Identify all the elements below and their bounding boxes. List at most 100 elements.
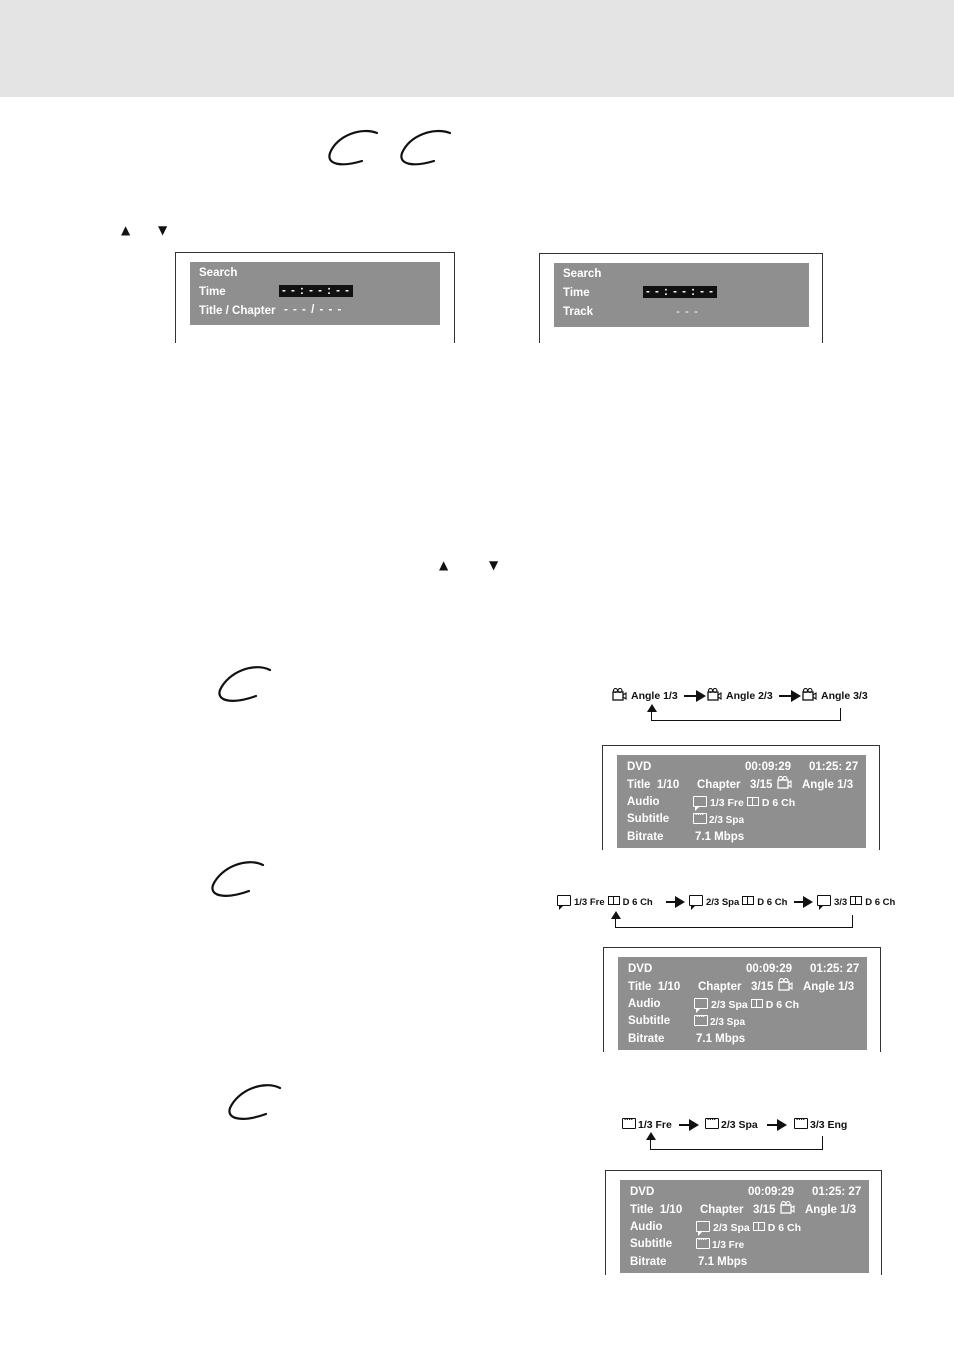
camera-icon [780, 1200, 795, 1214]
osd-angle: Angle 1/3 [802, 779, 854, 791]
osd-audio-ch: D 6 Ch [765, 999, 800, 1011]
dolby-icon [607, 896, 620, 905]
osd-total: 01:25: 27 [810, 963, 860, 975]
osd-title-label: Title [628, 981, 652, 993]
osd-title-value: 1/10 [656, 779, 680, 791]
dolby-icon [752, 1222, 765, 1231]
osd-chapter-value: 3/15 [751, 981, 774, 993]
osd-bitrate-value: 7.1 Mbps [696, 1033, 746, 1045]
header-band [0, 0, 954, 97]
speech-bubble-icon [689, 895, 703, 910]
osd-chapter-value: 3/15 [750, 779, 773, 791]
search-title: Search [199, 267, 238, 279]
search-title: Search [563, 268, 602, 280]
osd-bitrate-label: Bitrate [630, 1256, 667, 1268]
angle-item: Angle 3/3 [821, 690, 868, 702]
up-triangle-icon: ▲ [439, 558, 449, 572]
osd-title-value: 1/10 [657, 981, 681, 993]
osd-subtitle-label: Subtitle [627, 813, 670, 825]
subtitle-icon [622, 1113, 636, 1129]
osd-total: 01:25: 27 [812, 1186, 862, 1198]
subtitle-icon [705, 1113, 719, 1129]
arrow-up-icon [647, 704, 657, 712]
camera-icon [802, 687, 817, 701]
search-panel: Search Time - - : - - : - - Track - - - [554, 263, 809, 327]
audio-item-ch: D 6 Ch [622, 897, 653, 908]
angle-cycle: Angle 1/3 Angle 2/3 Angle 3/3 [610, 686, 880, 726]
subtitle-item: 3/3 Eng [810, 1119, 848, 1131]
subtitle-icon [693, 808, 707, 824]
osd-title-label: Title [630, 1204, 654, 1216]
search-frame [175, 252, 455, 343]
speech-bubble-icon [557, 895, 571, 910]
arrow-right-icon [666, 896, 685, 908]
arrow-right-icon [679, 1119, 699, 1131]
angle-item: Angle 2/3 [726, 690, 773, 702]
title-chapter-input[interactable]: - - - / - - - [284, 304, 343, 316]
osd-format: DVD [628, 963, 653, 975]
dolby-icon [750, 999, 763, 1008]
osd-audio-label: Audio [630, 1221, 663, 1233]
handwritten-mark-2 [218, 666, 272, 702]
subtitle-icon [694, 1010, 708, 1026]
title-chapter-label: Title / Chapter [199, 305, 276, 317]
subtitle-icon [794, 1113, 808, 1129]
osd-frame [603, 947, 881, 1052]
arrow-up-icon [611, 911, 621, 919]
osd-chapter-label: Chapter [697, 779, 741, 791]
time-input[interactable]: - - : - - : - - [279, 285, 354, 297]
osd-panel: DVD 00:09:29 01:25: 27 Title 1/10 Chapte… [617, 755, 866, 848]
audio-item-lang: 2/3 Spa [706, 897, 740, 908]
camera-icon [612, 687, 627, 701]
osd-format: DVD [627, 761, 652, 773]
up-triangle-icon: ▲ [121, 223, 131, 237]
audio-item-lang: 3/3 [834, 897, 848, 908]
speech-bubble-icon [817, 895, 831, 910]
osd-subtitle-value: 2/3 Spa [709, 815, 745, 826]
osd-chapter-value: 3/15 [753, 1204, 776, 1216]
osd-bitrate-label: Bitrate [628, 1033, 665, 1045]
speech-bubble-icon [694, 998, 708, 1013]
track-input[interactable]: - - - [676, 306, 699, 318]
osd-bitrate-value: 7.1 Mbps [695, 831, 745, 843]
loop-line [615, 915, 853, 928]
subtitle-item: 2/3 Spa [721, 1119, 758, 1131]
arrow-right-icon [684, 690, 706, 702]
osd-audio-label: Audio [627, 796, 660, 808]
subtitle-icon [696, 1233, 710, 1249]
osd-audio-lang: 1/3 Fre [710, 797, 744, 809]
audio-item-ch: D 6 Ch [865, 897, 896, 908]
track-label: Track [563, 306, 594, 318]
osd-title-value: 1/10 [659, 1204, 683, 1216]
osd-total: 01:25: 27 [809, 761, 859, 773]
osd-subtitle-value: 2/3 Spa [710, 1017, 746, 1028]
handwritten-mark-3 [211, 861, 265, 897]
speech-bubble-icon [693, 796, 707, 811]
dolby-icon [746, 797, 759, 806]
search-frame [539, 253, 823, 343]
handwritten-mark-4 [228, 1084, 282, 1120]
arrow-right-icon [779, 690, 801, 702]
osd-audio-lang: 2/3 Spa [713, 1222, 750, 1234]
arrow-right-icon [794, 896, 813, 908]
loop-line [651, 708, 841, 721]
dolby-icon [742, 896, 755, 905]
search-panel: Search Time - - : - - : - - Title / Chap… [190, 262, 440, 325]
osd-panel: DVD 00:09:29 01:25: 27 Title 1/10 Chapte… [618, 957, 867, 1050]
osd-chapter-label: Chapter [698, 981, 742, 993]
osd-audio-label: Audio [628, 998, 661, 1010]
speech-bubble-icon [696, 1221, 710, 1236]
osd-panel: DVD 00:09:29 01:25: 27 Title 1/10 Chapte… [620, 1180, 869, 1273]
osd-elapsed: 00:09:29 [746, 963, 793, 975]
osd-format: DVD [630, 1186, 655, 1198]
time-label: Time [199, 286, 226, 298]
osd-frame [602, 745, 880, 850]
osd-audio-ch: D 6 Ch [761, 797, 796, 809]
audio-item-ch: D 6 Ch [757, 897, 788, 908]
osd-audio-ch: D 6 Ch [767, 1222, 802, 1234]
subtitle-item: 1/3 Fre [638, 1119, 672, 1131]
osd-subtitle-label: Subtitle [628, 1015, 671, 1027]
time-input[interactable]: - - : - - : - - [643, 286, 718, 298]
osd-frame [605, 1170, 882, 1275]
time-label: Time [563, 287, 590, 299]
